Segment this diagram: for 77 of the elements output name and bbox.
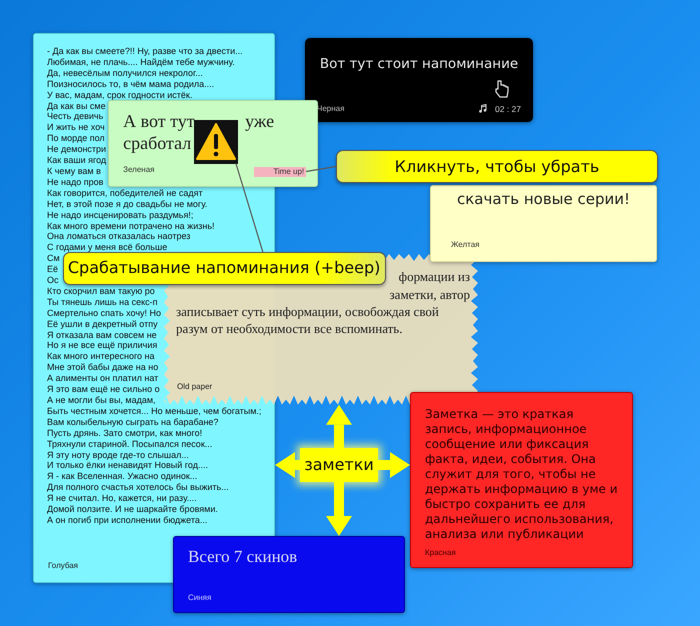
note-label: Желтая	[451, 240, 480, 249]
note-heading: сработал	[123, 132, 192, 154]
note-line: Как говорится, победителей не садят	[47, 188, 203, 199]
note-line: А алименты он платил нат	[47, 373, 158, 384]
note-label: Черная	[317, 104, 344, 113]
note-text: скачать новые серии!	[456, 190, 632, 208]
note-line: Ос	[47, 275, 59, 286]
note-line: Да как вы сме	[47, 100, 106, 112]
note-card	[410, 392, 633, 568]
note-line: Я эту ноту вроде где-то слышал...	[47, 450, 189, 460]
status-tag: Time up!	[254, 166, 306, 176]
note-line: Смертельно спать хочу! Но	[47, 308, 162, 319]
note-line: Как много интересного на	[47, 351, 155, 362]
note-card	[430, 185, 657, 262]
note-label: Голубая	[48, 561, 78, 570]
note-heading: Всего 7 скинов	[188, 547, 298, 567]
timer-text: 02 : 27	[495, 104, 521, 114]
note-label: Красная	[425, 548, 456, 557]
note-line: Я - как Вселенная. Ужасно одинок...	[47, 471, 198, 482]
note-line: И жить не хоч	[47, 122, 105, 134]
note-line: Быть честным хочется... Но меньше, чем богатым.;	[47, 406, 262, 417]
note-line: Поизносилось то, в чём мама родила....	[47, 78, 214, 90]
note-line: У вас, мадам, срок годности истёк.	[47, 90, 192, 101]
note-line: Кто скорчил вам такую ро	[47, 286, 155, 297]
note-line: Пусть дрянь. Зато смотри, как много!	[47, 428, 202, 439]
note-line: Как ваши ягод	[47, 155, 106, 166]
note-line: Но я не все ещё приличия	[47, 340, 158, 352]
note-line: К чему вам в	[47, 166, 101, 177]
note-text: заметки, автор	[390, 287, 470, 304]
note-line: Её ушли в декретный отпу	[47, 318, 158, 330]
note-line: Ты тянешь лишь на секс-п	[47, 296, 158, 308]
note-text: записывает суть информации, освобождая свой разум от необходимости все вспоминать.	[176, 303, 440, 338]
topic-label: заметки	[300, 448, 378, 482]
note-line: Нет, в этой позе я до свадьбы не могу.	[47, 198, 208, 210]
note-line: Её	[47, 264, 58, 276]
note-line: Я не считал. Но, кажется, ни разу....	[47, 493, 197, 504]
note-line: Да, невесёлым получился некролог...	[47, 68, 203, 79]
note-line: Как много времени потрачено на жизнь!	[47, 220, 215, 232]
arrow	[326, 404, 352, 448]
arrow	[326, 482, 352, 536]
note-line: Не демонстри	[47, 144, 106, 156]
note-heading: А вот тут	[123, 110, 195, 132]
note-line: Честь девичь	[47, 111, 104, 122]
note-line: С годами у меня всё больше	[47, 242, 168, 254]
note-line: Она ломаться отказалась наотрез	[47, 231, 190, 242]
leader-line	[306, 166, 336, 172]
warning-icon	[194, 120, 238, 164]
note-line: См	[47, 253, 60, 264]
leader-line	[235, 163, 264, 252]
note-line: Тряхнули стариной. Посыпался песок...	[47, 438, 212, 450]
callout: Срабатывание напоминания (+beep)	[62, 252, 386, 285]
note-line: Домой ползите. И не шаркайте бровями.	[47, 504, 218, 515]
arrow	[378, 452, 410, 478]
note-text: формации из	[398, 269, 470, 286]
note-line: Я отказала вам совсем не	[47, 330, 157, 340]
note-heading: уже	[245, 110, 274, 132]
note-line: А не могли бы вы, мадам,	[47, 395, 156, 406]
note-line: - Да как вы смеете?!! Ну, разве что за двести...	[47, 46, 243, 57]
reminder-text: Вот тут стоит напоминание	[318, 56, 520, 72]
arrow	[275, 452, 300, 478]
note-line: По морде пол	[47, 133, 105, 144]
note-line: А он погиб при исполнении бюджета...	[47, 514, 208, 526]
note-line: Не надо пров	[47, 176, 104, 188]
note-label: Зеленая	[123, 164, 154, 174]
note-label: Old paper	[177, 382, 212, 391]
note-line: Для полного счастья хотелось бы выжить...	[47, 482, 229, 494]
note-line: Любимая, не плачь.... Найдём тебе мужчину.	[47, 56, 235, 68]
note-line: И только ёлки ненавидят Новый год....	[47, 460, 208, 472]
callout: Кликнуть, чтобы убрать	[336, 150, 658, 183]
note-card	[305, 38, 533, 122]
note-line: Я это вам ещё не сильно о	[47, 384, 160, 395]
note-text: Заметка — это краткая запись, информационное сообщение или фиксация факта, идеи, события. Она служит для того, чтобы не держать информацию в уме и быстро сохранить ее для дальнейшего использования, анализа или публикации	[425, 407, 619, 542]
note-line: Вам колыбельную сыграть на барабане?	[47, 416, 218, 428]
note-line: Не надо инсценировать раздумья!;	[47, 210, 194, 220]
note-label: Синяя	[188, 593, 212, 602]
note-card	[173, 536, 405, 613]
note-line: Мне этой бабы даже на но	[47, 362, 158, 374]
